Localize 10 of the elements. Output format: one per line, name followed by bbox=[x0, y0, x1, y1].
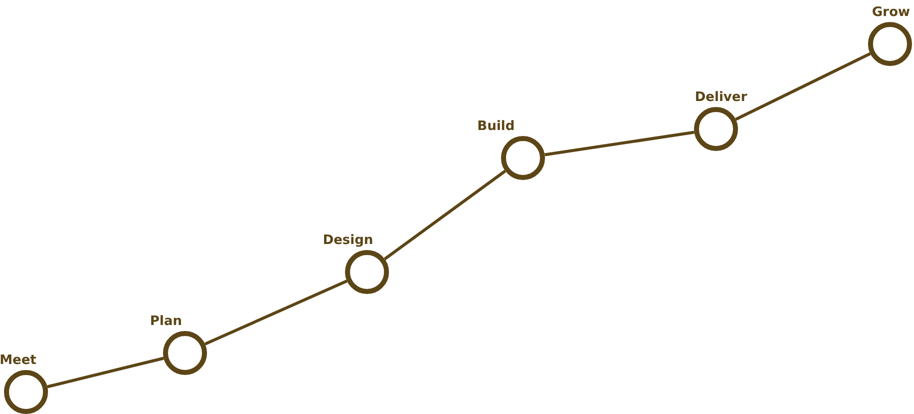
connector-line bbox=[384, 170, 506, 260]
step-label: Meet bbox=[0, 353, 36, 368]
step-label: Plan bbox=[150, 314, 182, 329]
connector-line bbox=[204, 280, 348, 346]
connector-line bbox=[544, 130, 694, 156]
connector-line bbox=[47, 356, 164, 388]
step-label: Grow bbox=[872, 5, 910, 20]
step-label: Build bbox=[477, 119, 515, 134]
step-label: Deliver bbox=[694, 90, 748, 105]
step-label: Design bbox=[322, 233, 374, 248]
